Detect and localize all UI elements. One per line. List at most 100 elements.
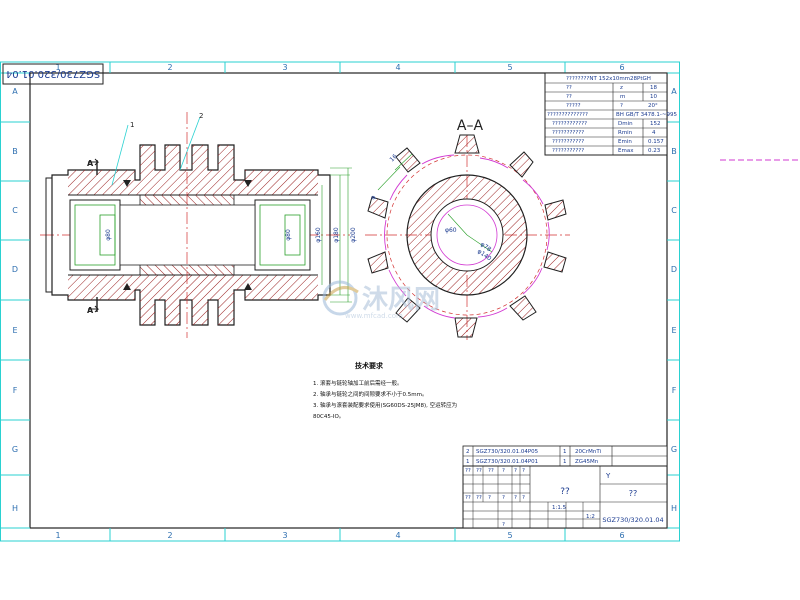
- watermark: 沐风网 www.mfcad.com: [322, 280, 440, 320]
- grid-row-h-right: H: [671, 504, 677, 513]
- section-aa-view: A–A 16 φ φ140 φ60: [365, 118, 570, 340]
- gear-row-3-label: ?????: [566, 103, 581, 109]
- gear-row-7-label: ???????????: [552, 139, 584, 145]
- tb-drawing-code: SGZ730/320.01.04: [602, 516, 663, 524]
- gear-row-6-value: 4: [652, 130, 656, 136]
- gear-row-5-symbol: Dmin: [618, 121, 633, 127]
- section-mark-bottom: A: [87, 306, 94, 315]
- gear-row-1-symbol: z: [620, 85, 623, 91]
- gear-row-8-symbol: Emax: [618, 148, 634, 154]
- tb-cell-11: ?: [514, 495, 517, 501]
- tech-req-title: 技术要求: [355, 361, 384, 370]
- tb-company: ??: [629, 489, 638, 498]
- tb-cell-8: ??: [476, 495, 482, 501]
- grid-col-2-bottom: 2: [167, 531, 172, 540]
- gear-row-5-label: ????????????: [552, 121, 587, 127]
- section-dim-bore: φ60: [445, 227, 457, 234]
- watermark-url: www.mfcad.com: [345, 312, 403, 320]
- front-dim-outer-1: φ160: [315, 227, 322, 243]
- technical-requirements: 技术要求 1. 滚套与链轮轴加工前后需经一般。 2. 轴承与链轮之间的间隙要求不…: [313, 361, 457, 420]
- grid-col-2: 2: [167, 63, 172, 72]
- tb-mark-3: ?: [502, 522, 505, 528]
- gear-table-header: ????????NT 152x10mm28PtGH: [566, 76, 651, 82]
- grid-col-4: 4: [395, 63, 400, 72]
- grid-col-4-bottom: 4: [395, 531, 400, 540]
- section-dim-tooth: 16: [388, 153, 398, 163]
- part-1-code: SGZ730/320.01.04P01: [476, 459, 538, 465]
- grid-col-labels-bottom: 1 2 3 4 5 6: [55, 531, 624, 540]
- gear-row-2-label: ??: [566, 94, 572, 100]
- part-1-material: ZG45Mn: [575, 459, 599, 465]
- part-2-material: 20CrMnTi: [575, 449, 602, 455]
- front-dim-outer-2: φ180: [333, 227, 340, 243]
- tb-header-1: ??: [465, 468, 471, 474]
- grid-row-labels-right: A B C D E F G H: [671, 87, 677, 513]
- tb-header-3: ??: [488, 468, 494, 474]
- grid-row-d: D: [12, 265, 18, 274]
- gear-row-4-value: BH GB/T 3478.1-~995: [616, 112, 677, 118]
- part-2-code: SGZ730/320.01.04P05: [476, 449, 539, 455]
- drawing-code-rotated: SGZ730/320.01.04: [6, 68, 100, 79]
- left-bearing: [69, 199, 121, 271]
- sprocket-teeth: [367, 134, 567, 338]
- grid-col-3: 3: [282, 63, 287, 72]
- gear-row-5-value: 152: [650, 121, 661, 127]
- grid-row-c-right: C: [671, 206, 677, 215]
- right-bearing: [254, 199, 311, 271]
- gear-row-7-value: 0.157: [648, 139, 664, 145]
- parts-list: 2 SGZ730/320.01.04P05 1 20CrMnTi 1 SGZ73…: [462, 445, 668, 467]
- tech-req-item-3: 3. 轴承与滚套装配要求使用(SG60DS-25JM8), 空运转应为: [313, 401, 457, 409]
- grid-row-e-right: E: [671, 326, 676, 335]
- tb-cell-10: ?: [502, 495, 505, 501]
- gear-row-3-symbol: ?: [620, 103, 623, 109]
- grid-row-e: E: [12, 326, 17, 335]
- grid-row-a-right: A: [671, 87, 677, 96]
- section-title: A–A: [457, 118, 484, 134]
- grid-row-c: C: [12, 206, 18, 215]
- front-section-view: φ80 φ80 φ160 φ180 φ200 1 2 A A: [40, 112, 357, 338]
- code-box-rotated: [2, 63, 104, 85]
- grid-row-f-right: F: [672, 386, 677, 395]
- tech-req-item-4: 80C45-IO。: [313, 414, 344, 420]
- gear-row-4-label: ??????????????: [547, 112, 588, 118]
- grid-row-b: B: [12, 147, 18, 156]
- tb-cell-9: ?: [488, 495, 491, 501]
- front-hatch-upper: [68, 145, 318, 195]
- title-block: ?? ?? ?? ? ? ? ?? ?? ? ? ? ? ?? Y ?? SGZ…: [462, 465, 668, 529]
- tb-header-5: ?: [514, 468, 517, 474]
- grid-row-f: F: [13, 386, 18, 395]
- tech-req-item-2: 2. 轴承与链轮之间的间隙要求不小于0.5mm。: [313, 390, 427, 398]
- grid-col-1: 1: [55, 63, 60, 72]
- grid-col-5-bottom: 5: [507, 531, 512, 540]
- front-dim-left-bore: φ80: [105, 229, 112, 241]
- gear-row-2-symbol: m: [620, 94, 625, 100]
- grid-row-d-right: D: [671, 265, 677, 274]
- gear-row-6-label: ???????????: [552, 130, 584, 136]
- grid-col-3-bottom: 3: [282, 531, 287, 540]
- grid-row-h: H: [12, 504, 18, 513]
- tb-mark-1: 1:1.5: [552, 505, 567, 511]
- part-2-qty: 1: [563, 449, 567, 455]
- grid-col-6-bottom: 6: [619, 531, 624, 540]
- tb-cell-12: ?: [522, 495, 525, 501]
- part-2-no: 2: [466, 449, 470, 455]
- watermark-text: 沐风网: [362, 285, 440, 315]
- zone-dividers: [0, 62, 680, 541]
- grid-col-1-bottom: 1: [55, 531, 60, 540]
- front-dim-outer-3: φ200: [350, 227, 357, 243]
- balloon-2: 2: [199, 112, 203, 120]
- balloon-1: 1: [130, 121, 134, 129]
- tb-header-2: ??: [476, 468, 482, 474]
- gear-row-8-value: 0.23: [648, 148, 661, 154]
- grid-col-labels-top: 1 2 3 4 5 6: [55, 63, 624, 72]
- part-1-qty: 1: [563, 459, 567, 465]
- grid-row-g: G: [12, 445, 18, 454]
- tb-header-4: ?: [502, 468, 505, 474]
- tb-scale-label: Y: [605, 472, 611, 480]
- gear-row-6-symbol: Rmin: [618, 130, 633, 136]
- part-1-no: 1: [466, 459, 470, 465]
- section-mark-top: A: [87, 159, 94, 168]
- front-hatch-lower: [68, 275, 318, 325]
- grid-row-labels-left: A B C D E F G H: [12, 87, 18, 513]
